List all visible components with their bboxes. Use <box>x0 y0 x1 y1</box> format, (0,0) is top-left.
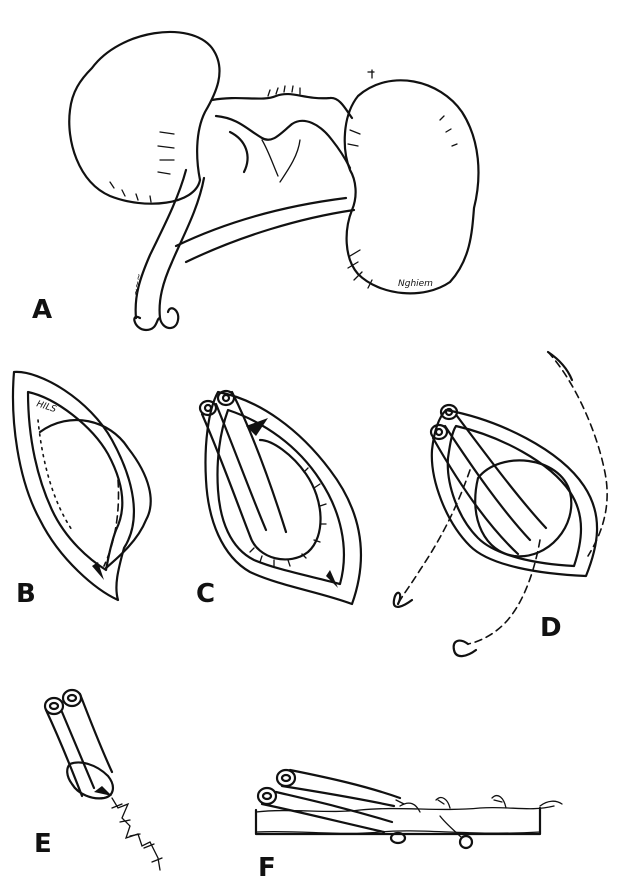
left-kidney <box>69 32 219 204</box>
label-d: D <box>540 613 562 643</box>
panel-d-suture-left <box>398 470 470 604</box>
vessel-end-8 <box>277 770 295 786</box>
panel-b-incision-drawing: HILS <box>13 372 151 600</box>
panel-d-circle <box>475 460 571 556</box>
label-b: B <box>16 579 36 609</box>
panel-c-incision-drawing <box>200 391 361 604</box>
label-f: F <box>258 853 276 877</box>
panel-e-stitch-line <box>112 798 160 870</box>
artist-signature: Nghiem <box>398 279 433 289</box>
panel-c-outline <box>206 392 361 604</box>
panel-a-kidneys-drawing: ~~~ Nghiem <box>69 32 478 330</box>
vessel-end-6 <box>63 690 81 706</box>
label-c: C <box>196 579 215 609</box>
panel-d-suture-upper <box>548 352 607 556</box>
panel-e-vessel-drawing <box>45 690 162 870</box>
right-kidney <box>345 80 479 293</box>
vessel-end-1 <box>200 401 216 415</box>
panel-d-closure-drawing <box>394 352 607 656</box>
panel-f-anastomosis-drawing <box>256 770 562 848</box>
panel-b-outline <box>13 372 134 600</box>
label-e: E <box>34 829 52 859</box>
right-ureter <box>176 198 346 246</box>
vessel-clamp <box>134 308 178 330</box>
ureter-scribble: ~~~ <box>131 273 145 297</box>
vessel-end-7 <box>258 788 276 804</box>
renal-vessel-upper <box>212 94 352 118</box>
label-a: A <box>32 295 52 325</box>
